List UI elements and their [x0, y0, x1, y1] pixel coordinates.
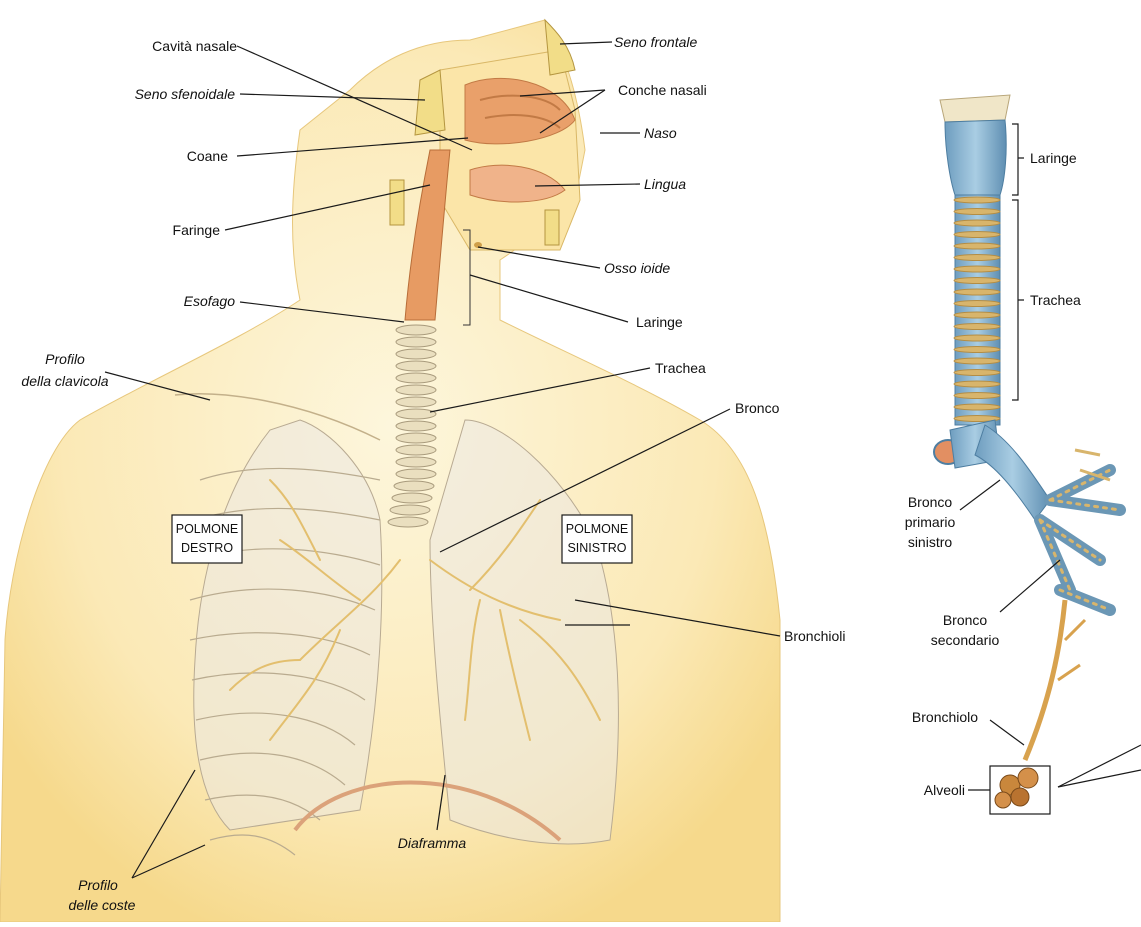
- label-polmone-destro-2: DESTRO: [181, 541, 233, 555]
- label-faringe: Faringe: [173, 222, 221, 238]
- detail-label-bronco-secondario-2: secondario: [931, 632, 1000, 648]
- label-esofago: Esofago: [184, 293, 236, 309]
- trachea-detail-ring: [954, 289, 1000, 295]
- label-naso: Naso: [644, 125, 677, 141]
- label-conche-nasali: Conche nasali: [618, 82, 707, 98]
- detail-label-bronco-primario-3: sinistro: [908, 534, 953, 550]
- trachea-ring: [396, 325, 436, 335]
- trachea-detail-ring: [954, 301, 1000, 307]
- primary-bronchus: [975, 425, 1050, 520]
- label-seno-frontale: Seno frontale: [614, 34, 697, 50]
- trachea-ring: [396, 385, 436, 395]
- label-lingua: Lingua: [644, 176, 686, 192]
- label-laringe: Laringe: [636, 314, 683, 330]
- trachea-detail-ring: [954, 312, 1000, 318]
- trachea-ring: [396, 433, 436, 443]
- trachea-detail-ring: [954, 381, 1000, 387]
- trachea-detail-ring: [954, 197, 1000, 203]
- airway-detail: Laringe Trachea Bronco primario sinistro…: [905, 95, 1141, 814]
- trachea-detail-ring: [954, 335, 1000, 341]
- trachea-detail-ring: [954, 232, 1000, 238]
- thyroid-cartilage: [940, 95, 1010, 122]
- trachea-detail-ring: [954, 404, 1000, 410]
- detail-label-bronco-primario-2: primario: [905, 514, 956, 530]
- trachea-detail-ring: [954, 347, 1000, 353]
- detail-label-alveoli: Alveoli: [924, 782, 965, 798]
- trachea-detail-ring: [954, 255, 1000, 261]
- label-bronchioli: Bronchioli: [784, 628, 845, 644]
- trachea-ring: [392, 493, 432, 503]
- label-osso-ioide: Osso ioide: [604, 260, 670, 276]
- label-bronco: Bronco: [735, 400, 780, 416]
- trachea-detail-ring: [954, 324, 1000, 330]
- label-polmone-destro-1: POLMONE: [176, 522, 239, 536]
- trachea-ring: [390, 505, 430, 515]
- trachea-ring: [396, 469, 436, 479]
- alveoli-cluster: [995, 768, 1038, 808]
- trachea-detail-ring: [954, 266, 1000, 272]
- trachea-ring: [388, 517, 428, 527]
- trachea-ring: [396, 361, 436, 371]
- label-diaframma: Diaframma: [398, 835, 467, 851]
- label-seno-sfenoidale: Seno sfenoidale: [135, 86, 236, 102]
- trachea-detail-ring: [954, 243, 1000, 249]
- trachea-detail-ring: [954, 278, 1000, 284]
- label-profilo-coste-2: delle coste: [69, 897, 136, 913]
- trachea-ring: [396, 373, 436, 383]
- trachea-ring: [396, 445, 436, 455]
- trachea-ring: [396, 349, 436, 359]
- bracket-trachea: [1012, 200, 1024, 400]
- trachea-ring: [396, 409, 436, 419]
- larynx-body: [945, 120, 1006, 195]
- frontal-sinus-bone: [545, 20, 575, 75]
- label-polmone-sinistro-1: POLMONE: [566, 522, 629, 536]
- trachea-ring: [396, 337, 436, 347]
- trachea-tube: [955, 195, 1000, 425]
- torso-silhouette: [0, 20, 780, 922]
- label-trachea: Trachea: [655, 360, 706, 376]
- trachea-detail-ring: [954, 358, 1000, 364]
- trachea-detail-ring: [954, 209, 1000, 215]
- label-coane: Coane: [187, 148, 228, 164]
- detail-label-bronchiolo: Bronchiolo: [912, 709, 978, 725]
- trachea-detail-ring: [954, 220, 1000, 226]
- label-polmone-sinistro-2: SINISTRO: [567, 541, 626, 555]
- trachea-ring: [396, 397, 436, 407]
- detail-label-bronco-secondario-1: Bronco: [943, 612, 988, 628]
- trachea-detail-ring: [954, 370, 1000, 376]
- trachea-detail-ring: [954, 393, 1000, 399]
- detail-label-trachea: Trachea: [1030, 292, 1081, 308]
- trachea-ring: [394, 481, 434, 491]
- label-profilo-clavicola-1: Profilo: [45, 351, 85, 367]
- label-profilo-clavicola-2: della clavicola: [21, 373, 108, 389]
- label-profilo-coste-1: Profilo: [78, 877, 118, 893]
- bracket-laringe: [1012, 124, 1024, 195]
- trachea-ring: [396, 421, 436, 431]
- trachea-ring: [396, 457, 436, 467]
- detail-label-bronco-primario-1: Bronco: [908, 494, 953, 510]
- label-cavita-nasale: Cavità nasale: [152, 38, 237, 54]
- detail-label-laringe: Laringe: [1030, 150, 1077, 166]
